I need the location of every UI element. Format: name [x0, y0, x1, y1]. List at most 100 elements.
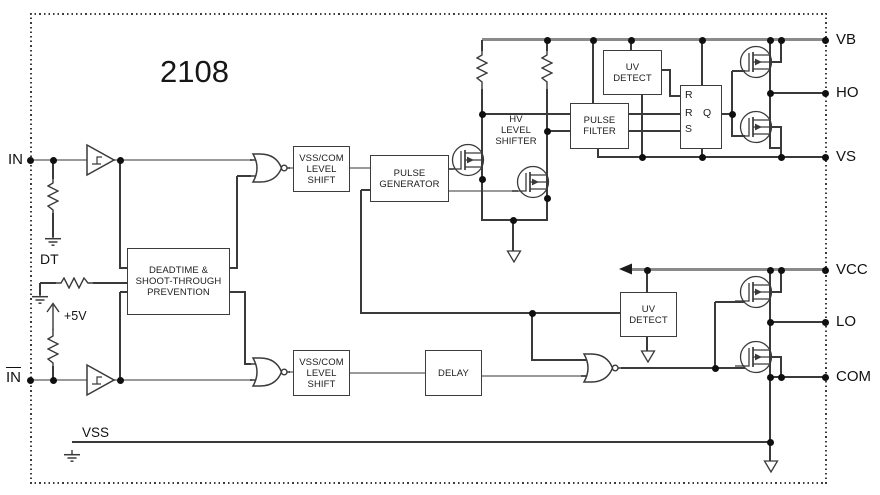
wire-segment [780, 40, 782, 63]
wire-segment [770, 321, 826, 323]
wire-segment [646, 335, 648, 352]
terminal-label-vs: VS [836, 148, 857, 165]
wire-segment [40, 282, 56, 284]
wire-segment [780, 270, 782, 293]
junction-dot [698, 153, 706, 161]
wire-segment [52, 160, 54, 179]
latch-input-r2: R [685, 107, 693, 119]
block-pulse-filter: PULSE FILTER [570, 103, 629, 149]
terminal-label-vcc: VCC [836, 261, 868, 278]
label-hv-level-shifter: HV LEVEL SHIFTER [486, 114, 546, 147]
block-level-shift-low: VSS/COM LEVEL SHIFT [293, 350, 350, 396]
terminal-label-lo: LO [836, 313, 857, 330]
latch-output-q: Q [703, 107, 712, 119]
block-rs-latch [680, 85, 722, 149]
wire-segment [770, 147, 782, 149]
junction-dot [821, 36, 829, 44]
wire-segment [770, 92, 826, 94]
ground-arrow-icon [640, 350, 656, 364]
block-ls-high-line1: VSS/COM [299, 152, 344, 164]
wire-segment [597, 145, 599, 158]
resistor-icon [46, 176, 60, 218]
wire-segment [592, 40, 594, 104]
block-delay: DELAY [425, 350, 482, 396]
nor-gate-icon [250, 356, 290, 388]
mosfet-icon [734, 105, 778, 149]
wire-segment [348, 167, 371, 169]
net-label-vss: VSS [82, 425, 110, 440]
wire-segment [52, 366, 54, 381]
junction-dot [638, 153, 646, 161]
wire-segment [714, 302, 716, 369]
junction-dot [509, 216, 517, 224]
junction-dot [116, 376, 124, 384]
wire-segment [32, 379, 87, 381]
junction-dot [589, 36, 597, 44]
wire-segment [641, 93, 643, 158]
junction-dot [478, 175, 486, 183]
junction-dot [643, 266, 651, 274]
wire-segment [237, 175, 251, 177]
nor-gate-icon [581, 352, 621, 384]
wire-segment [289, 167, 294, 169]
block-ls-low-line2: LEVEL [306, 367, 337, 379]
resistor-icon [475, 48, 489, 90]
net-label-plus5v: +5V [64, 309, 87, 323]
block-uv-detect-low: UV DETECT [620, 292, 677, 337]
junction-dot [777, 373, 785, 381]
junction-dot [766, 373, 774, 381]
ground-icon [30, 292, 50, 306]
junction-dot [711, 364, 719, 372]
schmitt-buffer-icon [85, 142, 117, 178]
junction-dot [766, 438, 774, 446]
mosfet-icon [446, 138, 490, 182]
junction-dot [543, 127, 551, 135]
junction-dot [821, 373, 829, 381]
wire-segment [480, 375, 586, 377]
wire-segment [669, 70, 671, 97]
block-uv-high-line1: UV [625, 61, 640, 73]
junction-dot [766, 89, 774, 97]
wire-segment [546, 40, 548, 51]
wire-segment [780, 127, 782, 158]
block-uv-detect-high: UV DETECT [603, 50, 662, 95]
junction-dot [49, 376, 57, 384]
block-level-shift-high: VSS/COM LEVEL SHIFT [293, 146, 350, 192]
block-deadtime-line1: DEADTIME & [148, 265, 209, 276]
ground-arrow-icon [506, 250, 522, 264]
resistor-icon [540, 48, 554, 90]
vcc-arrow-icon [619, 263, 633, 275]
wire-segment [52, 213, 54, 237]
wire-segment [228, 291, 246, 293]
chip-title: 2108 [160, 54, 229, 89]
wire-segment [119, 292, 121, 381]
latch-input-r1: R [685, 89, 693, 101]
wire-segment [769, 377, 771, 463]
wire-segment [546, 89, 548, 221]
terminal-label-in: IN [8, 151, 23, 168]
wire-segment [770, 126, 782, 128]
junction-dot [543, 194, 551, 202]
ic-boundary-bottom [30, 482, 827, 484]
wire-segment [361, 312, 621, 314]
junction-dot [627, 36, 635, 44]
wire-segment [482, 38, 826, 41]
junction-dot [777, 36, 785, 44]
ic-boundary-right [825, 13, 827, 484]
wire-segment [720, 113, 733, 115]
wire-segment [627, 113, 681, 115]
junction-dot [698, 36, 706, 44]
junction-dot [116, 156, 124, 164]
wire-segment [32, 159, 87, 161]
junction-dot [49, 156, 57, 164]
junction-dot [26, 156, 34, 164]
terminal-label-vb: VB [836, 31, 857, 48]
junction-dot [777, 153, 785, 161]
resistor-icon [46, 329, 60, 371]
terminal-label-in-bar-text: IN [6, 367, 21, 386]
mosfet-icon [734, 335, 778, 379]
block-ls-low-line3: SHIFT [307, 378, 336, 390]
ground-icon [62, 450, 82, 464]
wire-segment [780, 357, 782, 378]
ic-boundary-left [30, 13, 32, 484]
